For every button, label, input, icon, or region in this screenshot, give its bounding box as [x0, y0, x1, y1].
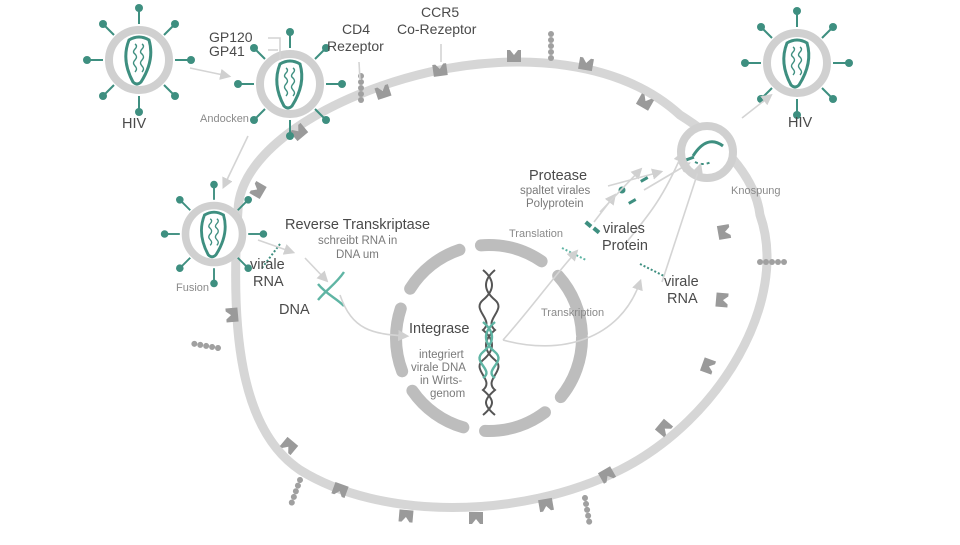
- label-rt-sub1: schreibt RNA in: [318, 235, 397, 247]
- label-knospung: Knospung: [731, 185, 781, 197]
- label-hiv-left: HIV: [122, 116, 147, 132]
- label-prot-sub2: Polyprotein: [526, 198, 584, 210]
- cell-membrane: [231, 57, 772, 512]
- viral-rna-strand-2: [639, 263, 665, 277]
- label-virales-protein-b: Protein: [602, 238, 648, 254]
- label-translation: Translation: [509, 228, 563, 240]
- label-protease: Protease: [529, 168, 587, 184]
- label-dna: DNA: [279, 302, 310, 318]
- label-co-rezeptor: Co-Rezeptor: [397, 21, 477, 37]
- label-virale-rna-2a: virale: [664, 274, 699, 290]
- viral-dna-strand: [317, 271, 345, 301]
- label-virales-protein-a: virales: [603, 221, 645, 237]
- label-int-sub2: virale DNA: [411, 362, 466, 374]
- label-int-sub1: integriert: [419, 349, 465, 361]
- label-ccr5: CCR5: [421, 4, 459, 20]
- label-integrase: Integrase: [409, 321, 469, 337]
- label-prot-sub1: spaltet virales: [520, 185, 591, 197]
- hiv-virus-left: [83, 4, 195, 116]
- label-fusion: Fusion: [176, 282, 209, 294]
- label-virale-rna-1b: RNA: [253, 274, 284, 290]
- label-reverse-transkriptase: Reverse Transkriptase: [285, 217, 430, 233]
- label-transkription: Transkription: [541, 307, 604, 319]
- label-gp41: GP41: [209, 43, 245, 59]
- viral-protein-pieces: [584, 155, 695, 235]
- label-andocken: Andocken: [200, 113, 249, 125]
- label-virale-rna-2b: RNA: [667, 291, 698, 307]
- label-cd4: CD4: [342, 21, 370, 37]
- label-hiv-right: HIV: [788, 115, 813, 131]
- viral-rna-strand-1: [261, 243, 281, 269]
- nucleus: [390, 239, 588, 437]
- budding-virus: [677, 122, 737, 182]
- hiv-virus-right: [741, 7, 853, 119]
- label-rt-sub2: DNA um: [336, 249, 379, 261]
- label-gp120: GP120: [209, 29, 253, 45]
- flow-arrows: [189, 37, 773, 347]
- label-int-sub3: in Wirts-: [420, 375, 462, 387]
- label-cd4-rezeptor: Rezeptor: [327, 38, 384, 54]
- label-int-sub4: genom: [430, 388, 465, 400]
- host-dna-helix: [478, 269, 500, 416]
- label-virale-rna-1a: virale: [250, 257, 285, 273]
